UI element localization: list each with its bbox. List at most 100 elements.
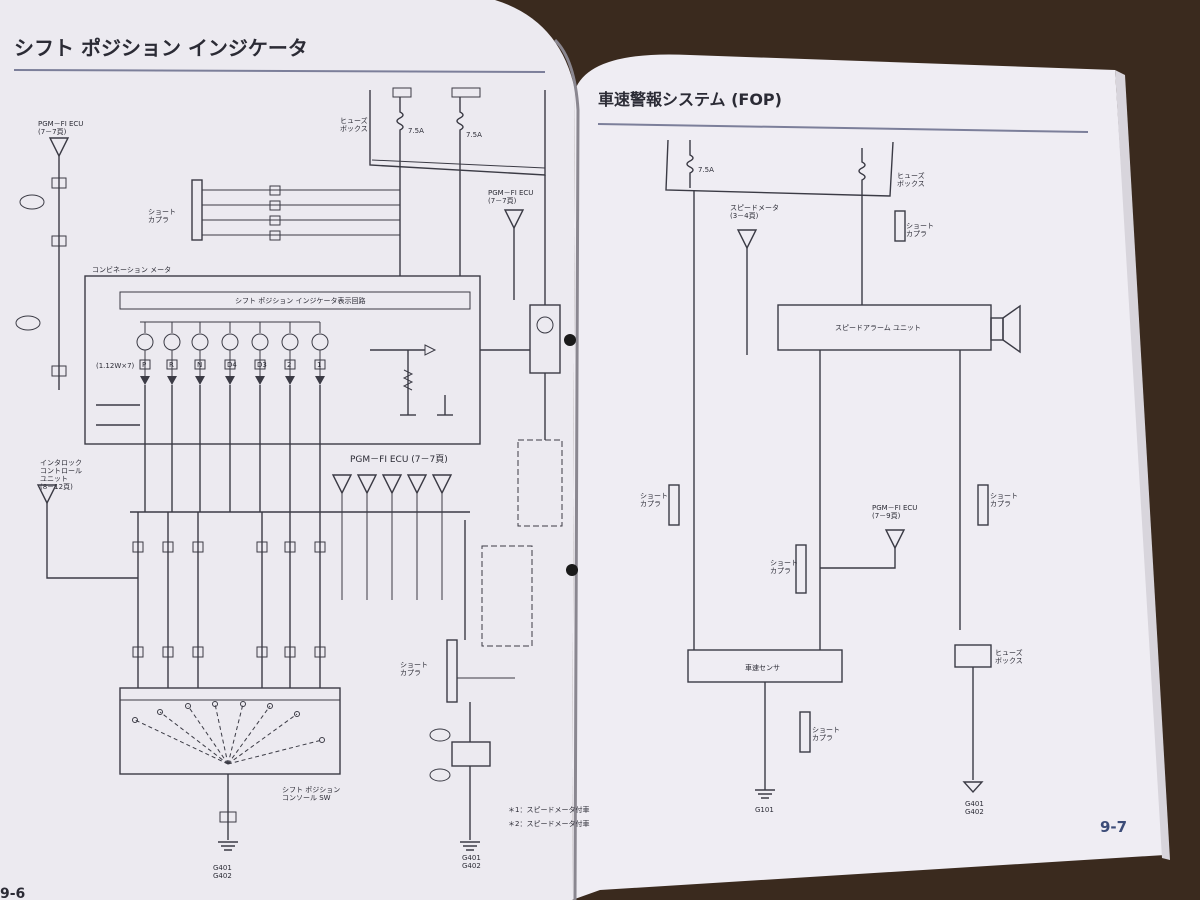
ecu-input-triangle: [331, 474, 353, 495]
pgm-ecu-mid-label: PGM－FI ECU(7－7頁): [488, 189, 533, 205]
diode-icon: [225, 376, 235, 385]
indicator-panel-label: シフト ポジション インジケータ表示回路: [235, 296, 365, 305]
connector-pin: [192, 646, 204, 658]
right-page-number: 9-7: [1100, 818, 1127, 836]
switch-contact-line: [227, 705, 271, 765]
title-rule: [13, 69, 546, 73]
bulb-rating: (1.12W×7): [96, 362, 135, 370]
diode-icon: [315, 376, 325, 385]
switch-contact: [319, 737, 325, 743]
left-page-number: 9-6: [0, 886, 25, 900]
pgm-ecu-left: PGM－FI ECU(7－7頁): [15, 120, 83, 390]
ecu-triangles: [331, 474, 453, 600]
switch-contact-line: [214, 703, 229, 765]
shift-switch-label: シフト ポジションコンソール SW: [282, 786, 340, 802]
position-label-box: [254, 359, 266, 370]
diode-icon: [285, 376, 295, 385]
connector-pin: [162, 646, 174, 658]
switch-contact: [267, 703, 273, 709]
right-page-title: 車速警報システム (FOP): [598, 90, 782, 109]
connector-pin: [284, 646, 296, 658]
short-connector-label: ショートカプラ: [148, 208, 176, 224]
ecu-input-triangle: [431, 474, 453, 495]
connector-pin: [132, 646, 144, 658]
ecu-input-triangle: [356, 474, 378, 495]
position-label-box: [284, 359, 296, 370]
short-connector-s07: ショートカプラ: [148, 165, 461, 276]
right-fuse-rating: 7.5A: [698, 166, 714, 174]
combination-meter: コンビネーション メータ シフト ポジション インジケータ表示回路 (1.12W…: [84, 265, 481, 512]
switch-contact-line: [187, 705, 229, 765]
binder-hole: [566, 564, 578, 576]
position-label-box: [194, 359, 206, 370]
connector-pin: [256, 541, 268, 553]
left-page: [0, 0, 575, 900]
connector-pin: [256, 646, 268, 658]
position-label: D4: [227, 361, 237, 369]
pgm-ecu-left-label: PGM－FI ECU(7－7頁): [38, 120, 83, 136]
diode-icon: [195, 376, 205, 385]
position-label: R: [169, 361, 174, 369]
speed-alarm-unit: スピードアラーム ユニット ショートカプラ: [777, 210, 1021, 650]
fuse-b-rating: 7.5A: [466, 131, 482, 139]
switch-contact: [185, 703, 191, 709]
ecu-input-triangle: [406, 474, 428, 495]
lower-harness: PGM－FI ECU (7－7頁) インタロックコントロールユニット(8－12頁…: [36, 454, 470, 688]
position-label-box: [139, 359, 151, 370]
connector-pin: [192, 541, 204, 553]
page-stack-edge: [1115, 70, 1170, 860]
speedometer-label: スピードメータ(3－4頁): [730, 203, 779, 220]
speed-sensor-label: 車速センサ: [745, 663, 780, 672]
right-short-connector-label-1: ショートカプラ: [906, 222, 934, 238]
position-label: D3: [257, 361, 267, 369]
ecu-input-triangle: [381, 474, 403, 495]
position-label-box: [224, 359, 236, 370]
right-short-connector-label-4: ショートカプラ: [990, 492, 1018, 508]
switch-contact: [240, 701, 246, 707]
connector-pin: [314, 541, 326, 553]
connector-pin: [162, 541, 174, 553]
indicator-bulbs: P R N D4 D3 2 1: [136, 322, 329, 512]
switch-contact: [132, 717, 138, 723]
position-label: N: [197, 361, 202, 369]
note-2: ＊2：スピードメータ付車: [508, 819, 589, 828]
note-1: ＊1：スピードメータ付車: [508, 805, 589, 814]
right-pgm-ecu-label: PGM－FI ECU(7－9頁): [872, 504, 917, 520]
switch-contact: [212, 701, 218, 707]
switch-contact-line: [227, 703, 244, 765]
fuse-box-left: 7.5A 7.5A ヒューズボックス: [340, 87, 546, 176]
right-fuse-box-label-2: ヒューズボックス: [995, 648, 1023, 665]
vehicle-speed-sensor: 車速センサ ショートカプラ G101: [687, 649, 843, 814]
switch-contact-line: [227, 713, 298, 765]
pgm-ecu-right: PGM－FI ECU(7－9頁) ショートカプラ ショートカプラ ショートカプラ: [640, 484, 1018, 594]
switch-contact: [294, 711, 300, 717]
ground-a-label: G101: [755, 806, 774, 814]
right-fuse-box-label: ヒューズボックス: [897, 171, 925, 188]
switch-contacts: [132, 701, 325, 765]
position-label: 1: [317, 361, 321, 369]
switch-contact-line: [134, 719, 229, 765]
short-connector-label-2: ショートカプラ: [400, 661, 428, 677]
right-short-connector-label-5: ショートカプラ: [812, 726, 840, 742]
right-short-connector-label-3: ショートカプラ: [640, 492, 668, 508]
right-page: [572, 54, 1165, 900]
position-label-box: [166, 359, 178, 370]
fuse-a-rating: 7.5A: [408, 127, 424, 135]
position-label: P: [142, 361, 146, 369]
right-title-rule: [597, 123, 1089, 133]
fuse-box-right: 7.5A ヒューズボックス: [665, 139, 925, 650]
switch-contact: [157, 709, 163, 715]
connector-pin: [284, 541, 296, 553]
wire-columns: [132, 512, 326, 688]
position-label: 2: [287, 361, 291, 369]
speedometer-ref: スピードメータ(3－4頁): [730, 203, 779, 355]
binder-hole: [564, 334, 576, 346]
diode-icon: [140, 376, 150, 385]
